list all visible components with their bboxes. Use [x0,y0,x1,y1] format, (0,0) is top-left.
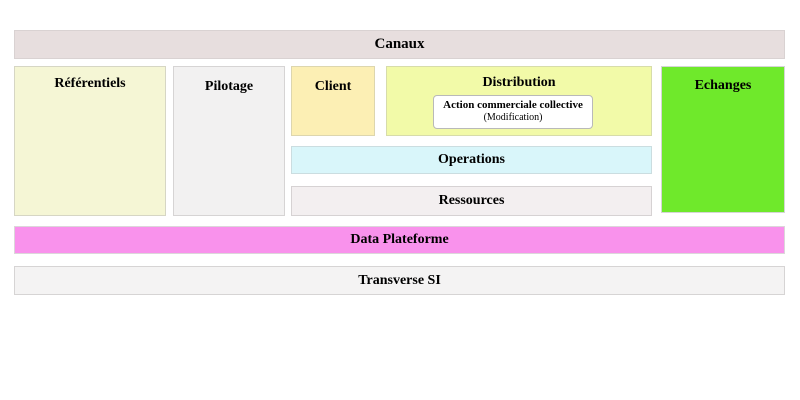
block-client[interactable]: Client [291,66,375,136]
column-referentiels[interactable]: Référentiels [14,66,166,216]
block-distribution[interactable]: Distribution Action commerciale collecti… [386,66,652,136]
block-operations[interactable]: Operations [291,146,652,174]
block-client-label: Client [314,79,352,94]
block-distribution-item-action-commerciale-collective[interactable]: Action commerciale collective (Modificat… [433,95,593,129]
band-canaux-label: Canaux [374,36,425,52]
block-operations-label: Operations [438,152,505,167]
item-status: (Modification) [483,111,543,123]
band-data-plateforme-label: Data Plateforme [350,232,449,247]
item-label: Action commerciale collective [443,99,583,111]
column-echanges-label: Echanges [694,78,752,93]
band-canaux[interactable]: Canaux [14,30,785,59]
column-echanges[interactable]: Echanges [661,66,785,213]
block-ressources-label: Ressources [438,193,505,208]
band-transverse-si[interactable]: Transverse SI [14,266,785,295]
column-referentiels-label: Référentiels [54,76,126,91]
column-pilotage-label: Pilotage [204,79,254,94]
band-data-plateforme[interactable]: Data Plateforme [14,226,785,254]
block-distribution-label: Distribution [482,75,556,90]
column-pilotage[interactable]: Pilotage [173,66,285,216]
block-ressources[interactable]: Ressources [291,186,652,216]
band-transverse-si-label: Transverse SI [358,273,441,288]
